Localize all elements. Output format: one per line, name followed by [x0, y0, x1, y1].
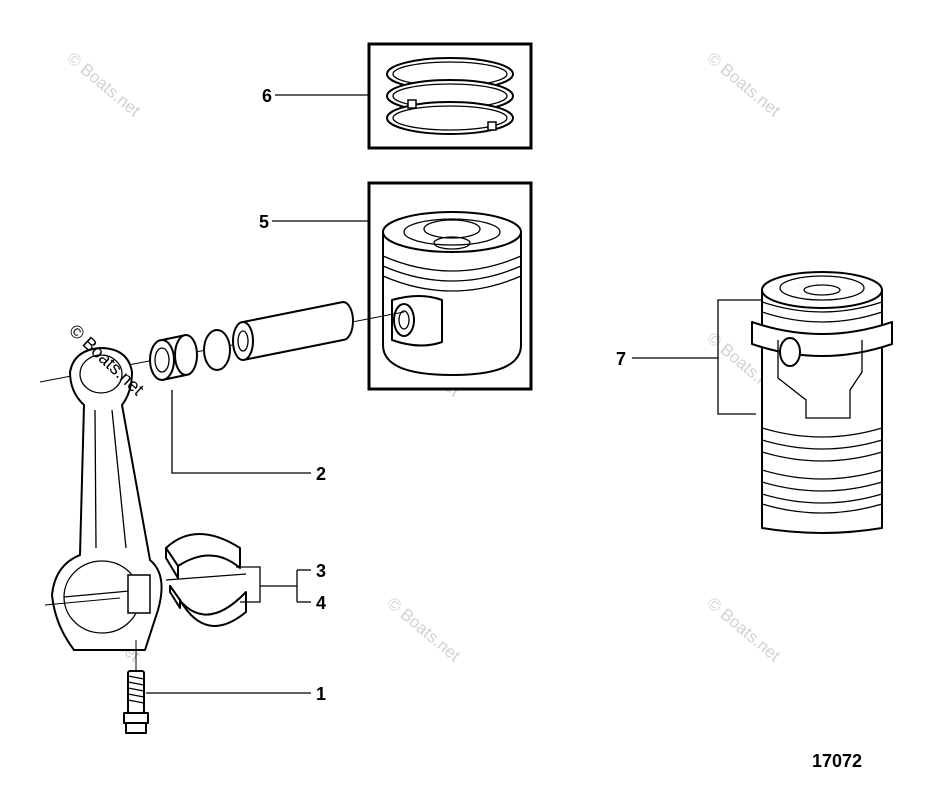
watermark: © Boats.net: [383, 594, 464, 666]
bearing-shells-part: 3 4: [165, 533, 326, 627]
callout-4: 4: [316, 593, 326, 613]
watermark: © Boats.net: [703, 49, 784, 121]
watermark: © Boats.net: [63, 49, 144, 121]
watermark: © Boats.net: [703, 594, 784, 666]
callout-6: 6: [262, 86, 272, 106]
piston-pin-group: 2: [39, 301, 405, 484]
piston-rings-part: 6: [262, 42, 533, 150]
cylinder-liner-part: 7: [616, 271, 893, 534]
callout-7: 7: [616, 349, 626, 369]
callout-5: 5: [259, 212, 269, 232]
figure-number: 17072: [812, 751, 862, 771]
piston-part: 5: [259, 181, 533, 391]
callout-1: 1: [316, 684, 326, 704]
callout-3: 3: [316, 561, 326, 581]
callout-2: 2: [316, 464, 326, 484]
rod-bolt-part: 1: [123, 640, 326, 734]
connecting-rod-part: © Boats.net: [44, 320, 163, 651]
